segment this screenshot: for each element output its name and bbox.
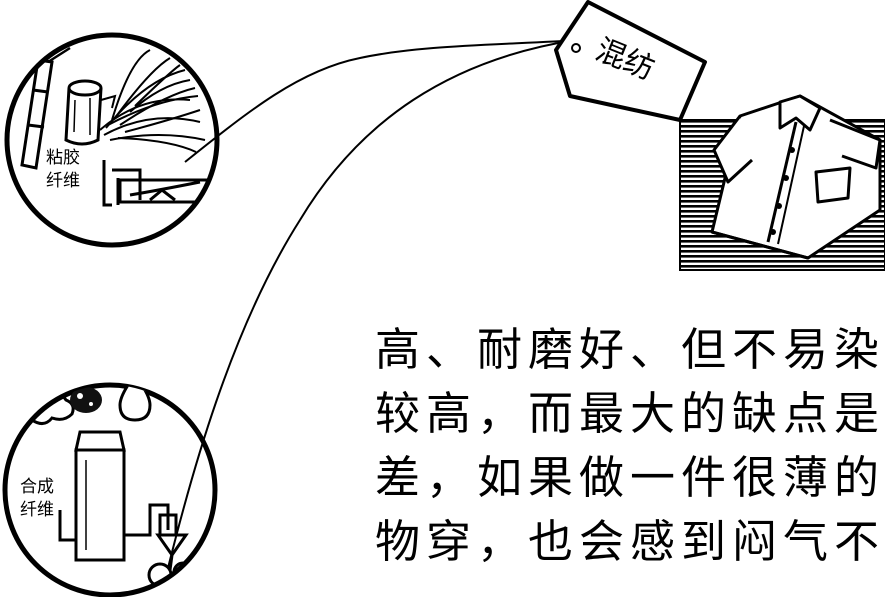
body-text-line-3: 差，如果做一件很薄的纯 <box>375 451 885 504</box>
body-text-line-2: 较高，而最大的缺点是吸 <box>375 387 885 440</box>
viscose-to-blend-curve <box>184 39 581 163</box>
body-text-line-1: 高、耐磨好、但不易染色、 <box>375 323 885 376</box>
oil-drop-icon <box>118 385 152 422</box>
viscose-apparatus-icon <box>102 160 217 207</box>
synthetic-fiber-circle: 合成 纤维 <box>2 382 218 597</box>
shirt-panel <box>679 94 885 271</box>
viscose-fiber-circle: 粘胶 纤维 <box>4 32 220 248</box>
tag-hole-icon <box>571 43 581 53</box>
body-text-line-4: 物穿，也会感到闷气不舒服 <box>375 515 885 568</box>
synthetic-fiber-label: 合成 纤维 <box>20 477 54 520</box>
svg-text:合成: 合成 <box>20 477 54 497</box>
svg-text:纤维: 纤维 <box>20 500 54 520</box>
svg-text:纤维: 纤维 <box>46 171 80 191</box>
coal-icon <box>70 387 102 413</box>
reeds-icon <box>99 49 206 153</box>
viscose-fiber-label: 粘胶 纤维 <box>46 148 80 191</box>
body-text: 高、耐磨好、但不易染色、 较高，而最大的缺点是吸 差，如果做一件很薄的纯 物穿，… <box>375 318 885 597</box>
synthesis-apparatus-icon <box>58 430 194 588</box>
svg-text:粘胶: 粘胶 <box>46 148 80 168</box>
shirt-buttons <box>770 147 795 235</box>
log-icon <box>64 79 117 146</box>
synthetic-to-blend-curve <box>167 39 576 569</box>
shirt-icon <box>710 94 882 260</box>
blend-tag: 混纺 <box>554 0 707 122</box>
